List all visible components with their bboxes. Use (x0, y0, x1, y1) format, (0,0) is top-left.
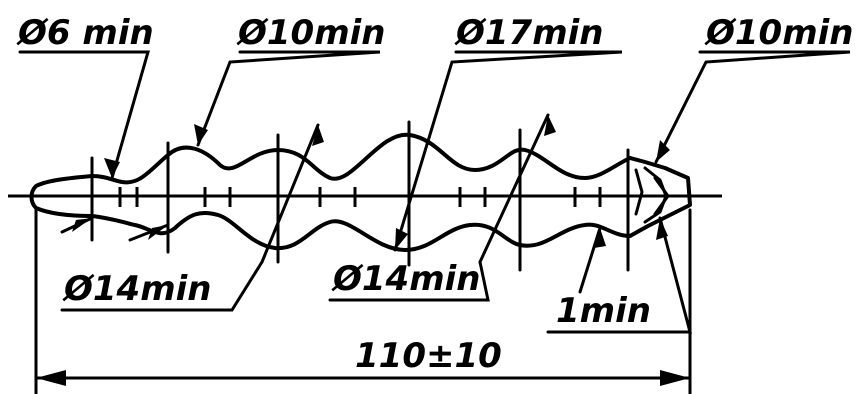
label-d10-min-left: Ø10min (236, 13, 386, 53)
label-d10-min-right: Ø10min (704, 13, 854, 53)
label-overall-length: 110±10 (355, 336, 502, 376)
label-wall-1-min: 1min (556, 291, 651, 331)
centre-line-ticks (118, 187, 602, 207)
arrowheads (72, 115, 670, 250)
tube-bottom-outline (90, 210, 632, 252)
overall-length-dimension (34, 208, 692, 394)
right-end-fitting (628, 156, 692, 238)
label-d14-min-right: Ø14min (331, 259, 481, 299)
upper-leader-lines (18, 50, 851, 264)
label-d14-min-left: Ø14min (62, 269, 212, 309)
tube-top-outline (90, 132, 632, 185)
label-d6-min: Ø6 min (16, 13, 154, 53)
tube-left-nose (29, 174, 94, 218)
label-d17-min: Ø17min (454, 13, 604, 53)
section-lines (90, 120, 630, 272)
